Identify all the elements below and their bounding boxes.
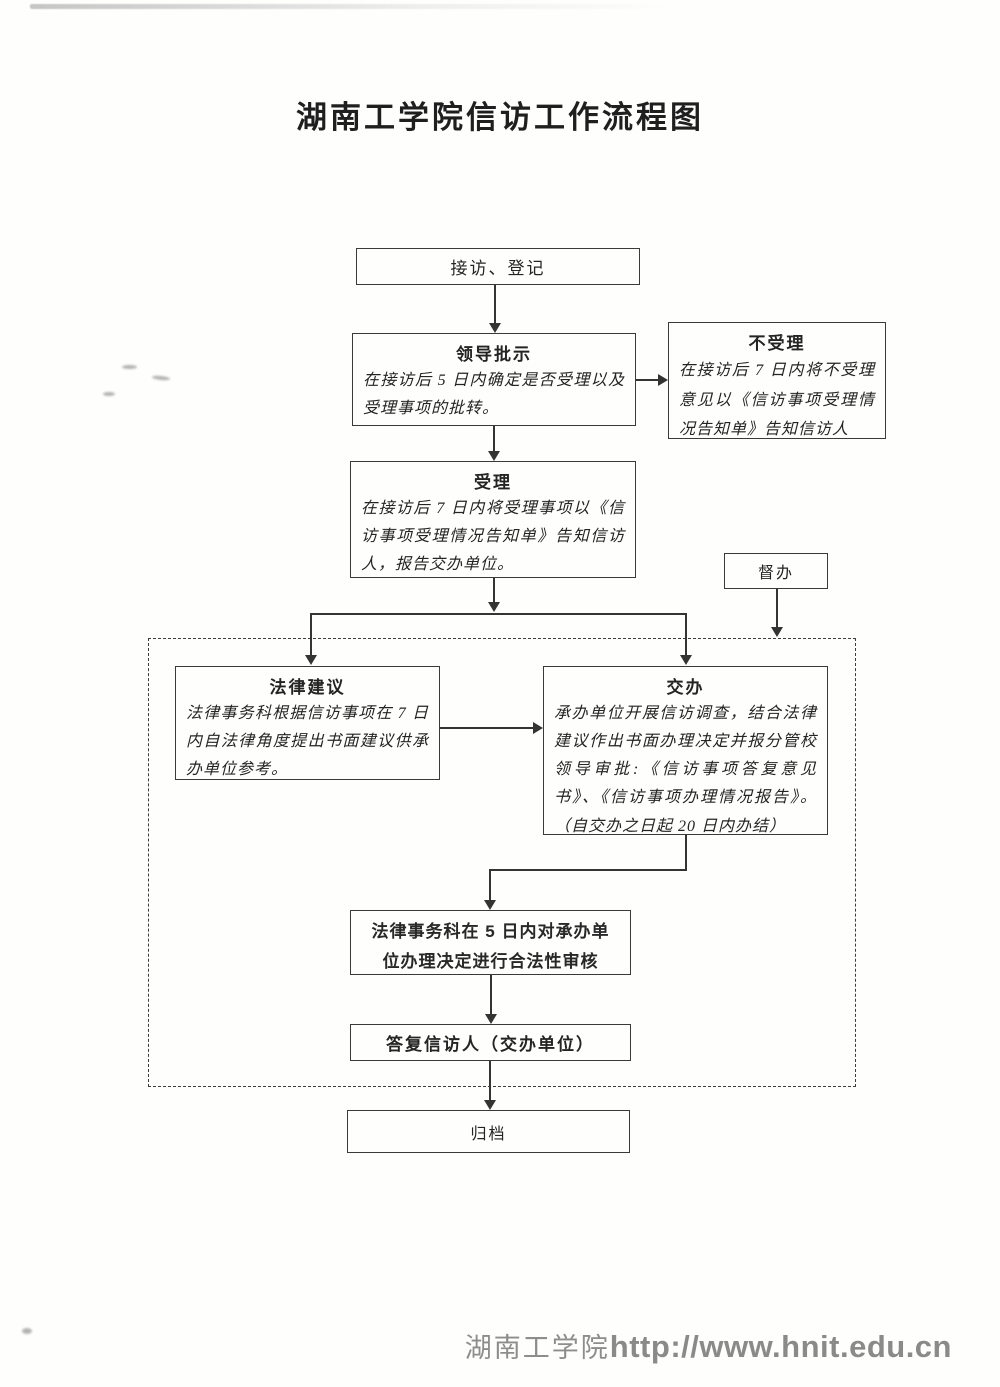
scan-smudge (103, 392, 115, 396)
arrowhead-down-icon (484, 1100, 496, 1110)
flow-node-not-accept-title: 不受理 (748, 334, 806, 353)
connector-supervise-region (776, 589, 778, 629)
footer-url: http://www.hnit.edu.cn (609, 1329, 952, 1364)
arrowhead-down-icon (488, 451, 500, 461)
connector-leader-accept (493, 426, 495, 453)
arrowhead-right-icon (533, 722, 543, 734)
flow-node-accept: 受理 在接访后 7 日内将受理事项以《信访事项受理情况告知单》告知信访人，报告交… (350, 461, 636, 578)
scan-edge-shadow (30, 4, 670, 9)
flow-node-accept-body: 在接访后 7 日内将受理事项以《信访事项受理情况告知单》告知信访人，报告交办单位… (361, 500, 625, 574)
flow-node-legal-advice-title: 法律建议 (269, 678, 346, 697)
flow-node-assign: 交办 承办单位开展信访调查，结合法律建议作出书面办理决定并报分管校领导审批:《信… (543, 666, 828, 835)
arrowhead-down-icon (489, 323, 501, 333)
connector-accept-branch (493, 578, 495, 604)
flow-node-reply: 答复信访人（交办单位） (350, 1024, 631, 1061)
flow-node-leader-instruction-title: 领导批示 (456, 345, 532, 364)
flow-node-reception: 接访、登记 (356, 248, 640, 285)
flow-node-legality-review: 法律事务科在 5 日内对承办单位办理决定进行合法性审核 (350, 910, 631, 975)
flow-node-reply-label: 答复信访人（交办单位） (386, 1035, 595, 1054)
connector-elbow-review (489, 869, 491, 902)
connector-branch-assign (685, 613, 687, 657)
arrowhead-down-icon (680, 655, 692, 665)
arrowhead-down-icon (484, 900, 496, 910)
flow-node-reception-label: 接访、登记 (450, 259, 546, 278)
flow-node-supervise: 督办 (724, 553, 828, 589)
flow-node-assign-title: 交办 (666, 678, 705, 697)
arrowhead-down-icon (485, 1014, 497, 1024)
flow-node-accept-title: 受理 (474, 473, 512, 492)
connector-reply-archive (489, 1061, 491, 1102)
dashed-process-region (148, 638, 856, 1087)
connector-branch-legaladvice (310, 613, 312, 657)
page-title: 湖南工学院信访工作流程图 (296, 100, 704, 135)
scan-smudge (22, 1328, 32, 1334)
connector-leader-notaccept (636, 379, 660, 381)
branch-line (310, 613, 687, 615)
connector-assign-elbow (489, 869, 687, 871)
flow-node-archive-label: 归档 (470, 1125, 507, 1143)
footer-site-name: 湖南工学院 (464, 1333, 610, 1363)
scan-smudge (122, 365, 137, 369)
arrowhead-down-icon (305, 655, 317, 665)
connector-legaladvice-assign (440, 727, 535, 729)
flow-node-supervise-label: 督办 (757, 565, 794, 582)
flow-node-not-accept: 不受理 在接访后 7 日内将不受理意见以《信访事项受理情况告知单》告知信访人 (668, 322, 886, 439)
connector-reception-leader (494, 285, 496, 325)
flow-node-legal-advice: 法律建议 法律事务科根据信访事项在 7 日内自法律角度提出书面建议供承办单位参考… (175, 666, 440, 780)
flow-node-not-accept-body: 在接访后 7 日内将不受理意见以《信访事项受理情况告知单》告知信访人 (679, 362, 875, 439)
flow-node-leader-instruction-body: 在接访后 5 日内确定是否受理以及受理事项的批转。 (363, 372, 625, 418)
arrowhead-right-icon (658, 374, 668, 386)
arrowhead-down-icon (488, 602, 500, 612)
connector-assign-elbow (685, 835, 687, 871)
flow-node-legality-review-label: 法律事务科在 5 日内对承办单位办理决定进行合法性审核 (371, 922, 610, 971)
flow-node-assign-body: 承办单位开展信访调查，结合法律建议作出书面办理决定并报分管校领导审批:《信访事项… (554, 705, 817, 835)
scan-smudge (151, 375, 171, 381)
flow-node-legal-advice-body: 法律事务科根据信访事项在 7 日内自法律角度提出书面建议供承办单位参考。 (186, 705, 429, 779)
arrowhead-down-icon (771, 627, 783, 637)
connector-review-reply (490, 975, 492, 1016)
flow-node-leader-instruction: 领导批示 在接访后 5 日内确定是否受理以及受理事项的批转。 (352, 333, 636, 426)
flow-node-archive: 归档 (347, 1110, 630, 1153)
